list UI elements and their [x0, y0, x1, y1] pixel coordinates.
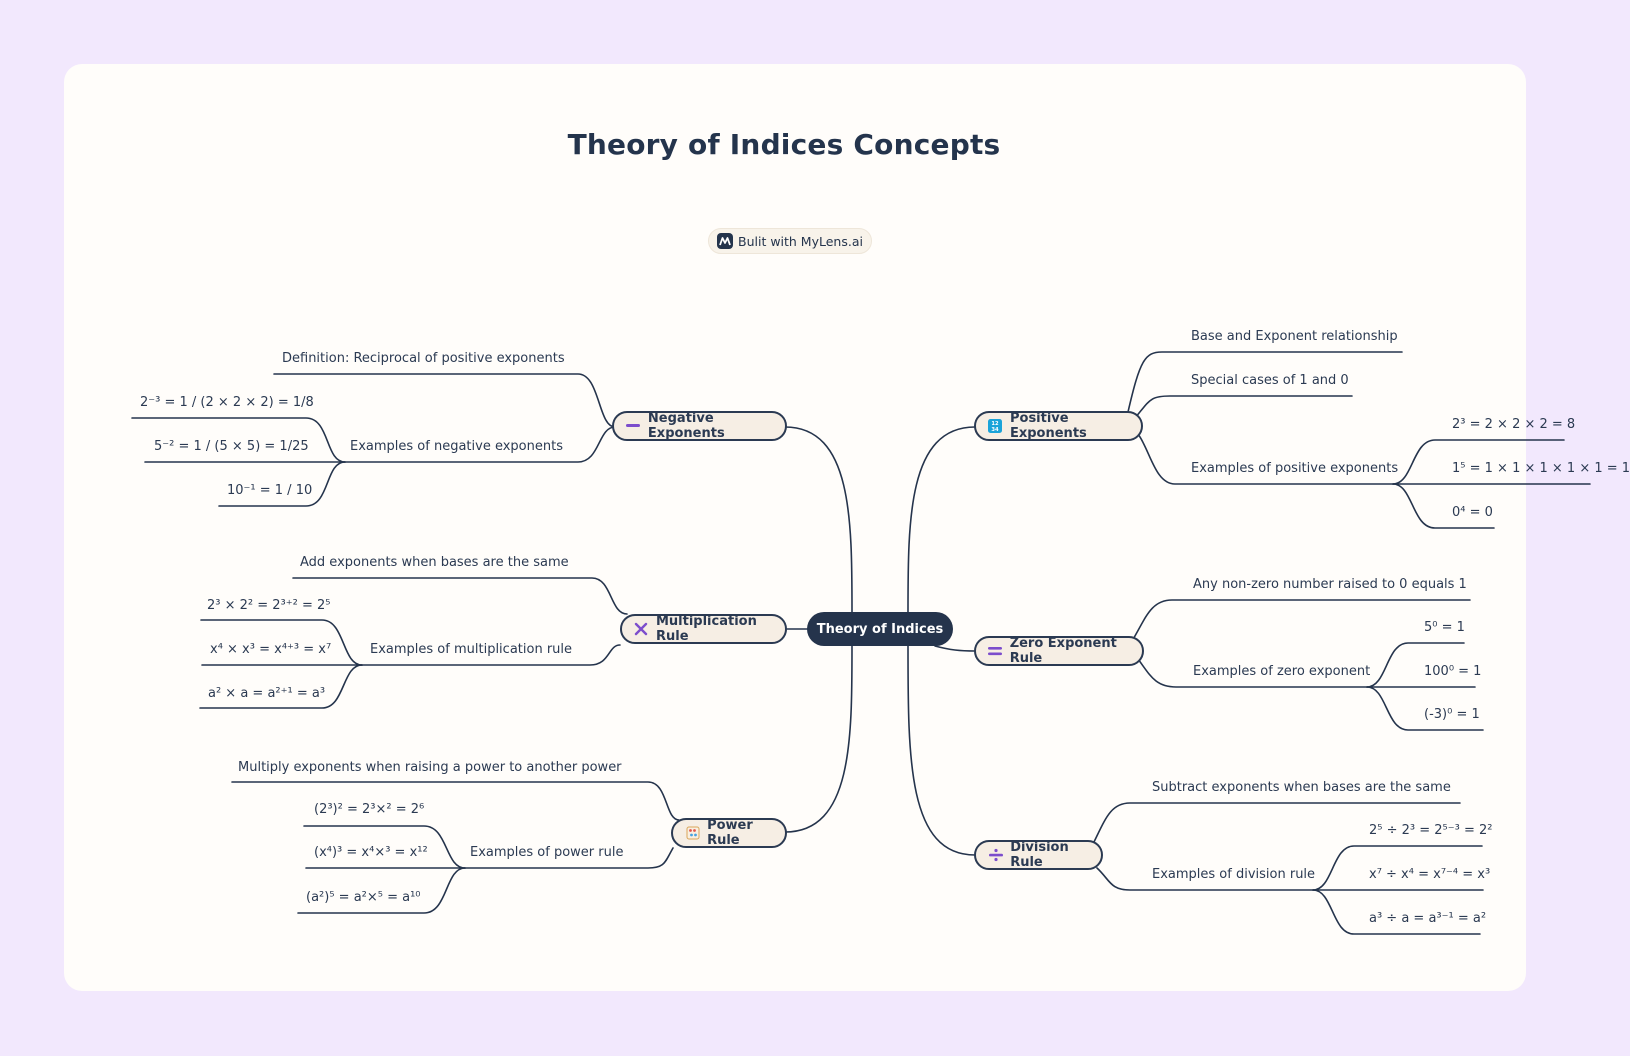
negative-example: 5⁻² = 1 / (5 × 5) = 1/25	[154, 439, 309, 454]
minus-icon	[626, 418, 641, 434]
negative-definition: Definition: Reciprocal of positive expon…	[282, 351, 565, 366]
zero-example: (-3)⁰ = 1	[1424, 707, 1480, 722]
positive-examples-label: Examples of positive exponents	[1191, 461, 1399, 476]
positive-example: 2³ = 2 × 2 × 2 = 8	[1452, 417, 1576, 432]
multiplication-examples-label: Examples of multiplication rule	[370, 642, 573, 657]
svg-text:12: 12	[992, 421, 1000, 427]
positive-item: Base and Exponent relationship	[1191, 329, 1398, 344]
branch-label: Division Rule	[1010, 840, 1069, 870]
positive-item: Special cases of 1 and 0	[1191, 373, 1349, 388]
division-example: 2⁵ ÷ 2³ = 2⁵⁻³ = 2²	[1369, 823, 1493, 838]
zero-example: 5⁰ = 1	[1424, 620, 1465, 635]
division-example: x⁷ ÷ x⁴ = x⁷⁻⁴ = x³	[1369, 867, 1491, 882]
division-definition: Subtract exponents when bases are the sa…	[1152, 780, 1451, 795]
branch-multiplication-rule[interactable]: Multiplication Rule	[620, 614, 787, 644]
negative-example: 2⁻³ = 1 / (2 × 2 × 2) = 1/8	[140, 395, 314, 410]
division-examples-label: Examples of division rule	[1152, 867, 1316, 882]
branch-zero-exponent-rule[interactable]: Zero Exponent Rule	[974, 636, 1144, 666]
mylens-logo-icon	[717, 233, 733, 249]
power-example: (x⁴)³ = x⁴×³ = x¹²	[314, 845, 428, 860]
branch-label: Zero Exponent Rule	[1009, 636, 1117, 666]
badge-label: Bulit with MyLens.ai	[738, 233, 863, 249]
branch-label: Multiplication Rule	[655, 614, 757, 644]
negative-examples-label: Examples of negative exponents	[350, 439, 563, 454]
negative-example: 10⁻¹ = 1 / 10	[227, 483, 313, 498]
multiplication-example: x⁴ × x³ = x⁴⁺³ = x⁷	[210, 642, 332, 657]
positive-example: 0⁴ = 0	[1452, 505, 1493, 520]
svg-text:34: 34	[992, 427, 1000, 433]
root-label: Theory of Indices	[816, 621, 944, 637]
multiplication-example: 2³ × 2² = 2³⁺² = 2⁵	[207, 598, 331, 613]
power-definition: Multiply exponents when raising a power …	[238, 760, 622, 775]
equals-icon	[988, 643, 1003, 659]
branch-label: Negative Exponents	[647, 411, 725, 441]
power-examples-label: Examples of power rule	[470, 845, 624, 860]
abacus-icon	[685, 825, 700, 841]
positive-example: 1⁵ = 1 × 1 × 1 × 1 × 1 = 1	[1452, 461, 1630, 476]
branch-division-rule[interactable]: Division Rule	[974, 840, 1103, 870]
power-example: (2³)² = 2³×² = 2⁶	[314, 802, 425, 817]
mindmap-card	[64, 64, 1526, 991]
zero-definition: Any non-zero number raised to 0 equals 1	[1193, 577, 1467, 592]
page-title: Theory of Indices Concepts	[567, 128, 1001, 161]
divide-icon	[988, 847, 1003, 863]
zero-example: 100⁰ = 1	[1424, 664, 1482, 679]
branch-label: Power Rule	[707, 818, 753, 848]
branch-negative-exponents[interactable]: Negative Exponents	[612, 411, 787, 441]
root-node[interactable]: Theory of Indices	[807, 612, 953, 646]
multiplication-definition: Add exponents when bases are the same	[300, 555, 569, 570]
division-example: a³ ÷ a = a³⁻¹ = a²	[1369, 911, 1487, 926]
multiplication-example: a² × a = a²⁺¹ = a³	[208, 686, 326, 701]
power-example: (a²)⁵ = a²×⁵ = a¹⁰	[306, 890, 421, 905]
connector-lines	[131, 351, 1591, 935]
branch-label: Positive Exponents	[1009, 411, 1087, 441]
branch-power-rule[interactable]: Power Rule	[671, 818, 787, 848]
built-with-badge[interactable]: Bulit with MyLens.ai	[708, 228, 872, 254]
multiply-icon	[634, 621, 649, 637]
zero-examples-label: Examples of zero exponent	[1193, 664, 1371, 679]
